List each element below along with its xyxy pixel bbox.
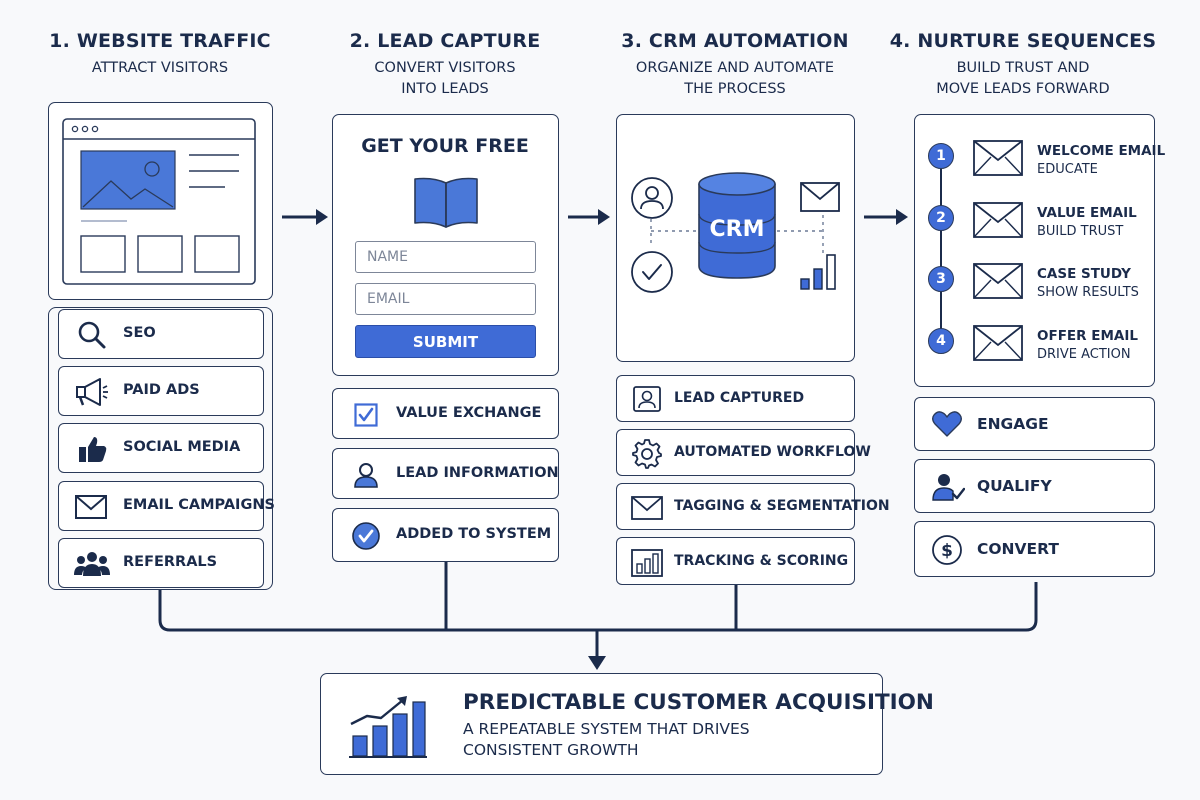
nurture-item-label: ENGAGE xyxy=(977,415,1049,433)
checkbox-icon xyxy=(353,402,379,428)
capture-item-label: LEAD INFORMATION xyxy=(396,465,559,481)
column-4-title: 4. NURTURE SEQUENCES xyxy=(889,30,1157,52)
envelope-icon xyxy=(799,181,841,213)
nurture-item-label: CONVERT xyxy=(977,540,1059,558)
contact-card-icon xyxy=(631,384,663,414)
column-2-title: 2. LEAD CAPTURE xyxy=(349,30,541,52)
form-heading: GET YOUR FREE xyxy=(361,135,529,157)
crm-item-label: TAGGING & SEGMENTATION xyxy=(674,498,890,514)
traffic-item-label: REFERRALS xyxy=(123,554,218,570)
crm-item-label: AUTOMATED WORKFLOW xyxy=(674,444,871,460)
result-line-1: A REPEATABLE SYSTEM THAT DRIVES xyxy=(463,720,750,738)
browser-window-icon xyxy=(62,118,256,285)
search-icon xyxy=(75,318,109,352)
lead-capture-form: GET YOUR FREE NAME EMAIL SUBMIT xyxy=(332,114,559,376)
traffic-item-label: SEO xyxy=(123,325,156,341)
person-check-icon xyxy=(931,471,965,503)
nurture-item-label: QUALIFY xyxy=(977,477,1052,495)
email-subtitle: BUILD TRUST xyxy=(1037,224,1124,239)
svg-text:$: $ xyxy=(941,541,953,561)
traffic-item-referrals[interactable]: REFERRALS xyxy=(58,538,264,588)
envelope-icon xyxy=(972,139,1024,177)
traffic-item-label: SOCIAL MEDIA xyxy=(123,439,241,455)
envelope-icon xyxy=(972,201,1024,239)
check-icon xyxy=(629,249,675,295)
people-icon xyxy=(73,547,111,581)
email-title: VALUE EMAIL xyxy=(1037,205,1137,221)
envelope-icon xyxy=(972,262,1024,300)
database-icon xyxy=(697,170,777,282)
result-box: PREDICTABLE CUSTOMER ACQUISITION A REPEA… xyxy=(320,673,934,775)
step-badge: 2 xyxy=(928,205,954,231)
capture-item-value-exchange[interactable]: VALUE EXCHANGE xyxy=(332,388,559,439)
column-1-subtitle: ATTRACT VISITORS xyxy=(91,60,229,76)
name-field[interactable]: NAME xyxy=(355,241,536,273)
email-subtitle: SHOW RESULTS xyxy=(1037,285,1139,300)
growth-chart-icon xyxy=(347,694,427,758)
column-4-subtitle-line-2: MOVE LEADS FORWARD xyxy=(936,81,1110,97)
capture-item-label: ADDED TO SYSTEM xyxy=(396,526,552,542)
capture-item-label: VALUE EXCHANGE xyxy=(396,405,542,421)
heart-icon xyxy=(931,409,963,439)
crm-item-lead-captured[interactable]: LEAD CAPTURED xyxy=(616,375,855,422)
traffic-item-label: EMAIL CAMPAIGNS xyxy=(123,497,275,513)
capture-item-lead-information[interactable]: LEAD INFORMATION xyxy=(332,448,559,499)
email-title: WELCOME EMAIL xyxy=(1037,143,1166,159)
column-2-subtitle-line-2: INTO LEADS xyxy=(401,81,489,97)
bar-chart-icon xyxy=(630,546,664,578)
column-3-subtitle-line-2: THE PROCESS xyxy=(684,81,786,97)
column-3-subtitle-line-1: ORGANIZE AND AUTOMATE xyxy=(635,60,835,76)
result-title: PREDICTABLE CUSTOMER ACQUISITION xyxy=(463,690,934,715)
email-field[interactable]: EMAIL xyxy=(355,283,536,315)
crm-item-label: TRACKING & SCORING xyxy=(674,553,849,569)
gear-icon xyxy=(631,438,663,470)
step-badge: 3 xyxy=(928,266,954,292)
check-circle-icon xyxy=(351,521,381,551)
nurture-item-qualify[interactable]: QUALIFY xyxy=(914,459,1155,513)
thumbs-up-icon xyxy=(75,432,109,466)
website-mockup xyxy=(48,102,273,300)
bar-chart-icon xyxy=(799,251,841,293)
crm-connector-dashes xyxy=(650,215,824,255)
column-1-title: 1. WEBSITE TRAFFIC xyxy=(49,30,271,52)
nurture-sequence-panel: 1 2 3 4 WELCOME EMAIL EDUCATE VALUE EMAI… xyxy=(914,114,1165,387)
step-badge: 4 xyxy=(928,328,954,354)
submit-button[interactable]: SUBMIT xyxy=(355,325,536,358)
capture-item-added-to-system[interactable]: ADDED TO SYSTEM xyxy=(332,508,559,562)
crm-item-automated-workflow[interactable]: AUTOMATED WORKFLOW xyxy=(616,429,871,476)
nurture-item-convert[interactable]: $ CONVERT xyxy=(914,521,1155,577)
crm-label: CRM xyxy=(709,217,765,242)
traffic-item-paid-ads[interactable]: PAID ADS xyxy=(58,366,264,416)
dollar-icon: $ xyxy=(931,534,963,566)
email-title: OFFER EMAIL xyxy=(1037,328,1138,344)
email-subtitle: DRIVE ACTION xyxy=(1037,347,1131,362)
result-line-2: CONSISTENT GROWTH xyxy=(463,741,639,759)
person-icon xyxy=(351,460,381,490)
column-2-subtitle-line-1: CONVERT VISITORS xyxy=(374,60,516,76)
crm-item-label: LEAD CAPTURED xyxy=(674,390,805,406)
nurture-item-engage[interactable]: ENGAGE xyxy=(914,397,1155,451)
traffic-item-seo[interactable]: SEO xyxy=(58,309,264,359)
megaphone-icon xyxy=(73,375,109,409)
envelope-icon xyxy=(972,324,1024,362)
envelope-icon xyxy=(630,494,664,522)
envelope-icon xyxy=(73,491,109,523)
crm-panel: CRM xyxy=(616,114,855,362)
book-icon xyxy=(411,175,481,229)
step-badge: 1 xyxy=(928,143,954,169)
traffic-item-label: PAID ADS xyxy=(123,382,200,398)
traffic-item-email-campaigns[interactable]: EMAIL CAMPAIGNS xyxy=(58,481,275,531)
traffic-sources-group xyxy=(48,307,273,590)
email-title: CASE STUDY xyxy=(1037,266,1131,282)
crm-item-tracking-scoring[interactable]: TRACKING & SCORING xyxy=(616,537,855,585)
email-subtitle: EDUCATE xyxy=(1037,162,1098,177)
crm-item-tagging-segmentation[interactable]: TAGGING & SEGMENTATION xyxy=(616,483,890,530)
traffic-item-social-media[interactable]: SOCIAL MEDIA xyxy=(58,423,264,473)
column-4-subtitle-line-1: BUILD TRUST AND xyxy=(956,60,1090,76)
sequence-timeline xyxy=(940,155,942,341)
contact-icon xyxy=(629,175,675,221)
column-3-title: 3. CRM AUTOMATION xyxy=(621,30,849,52)
